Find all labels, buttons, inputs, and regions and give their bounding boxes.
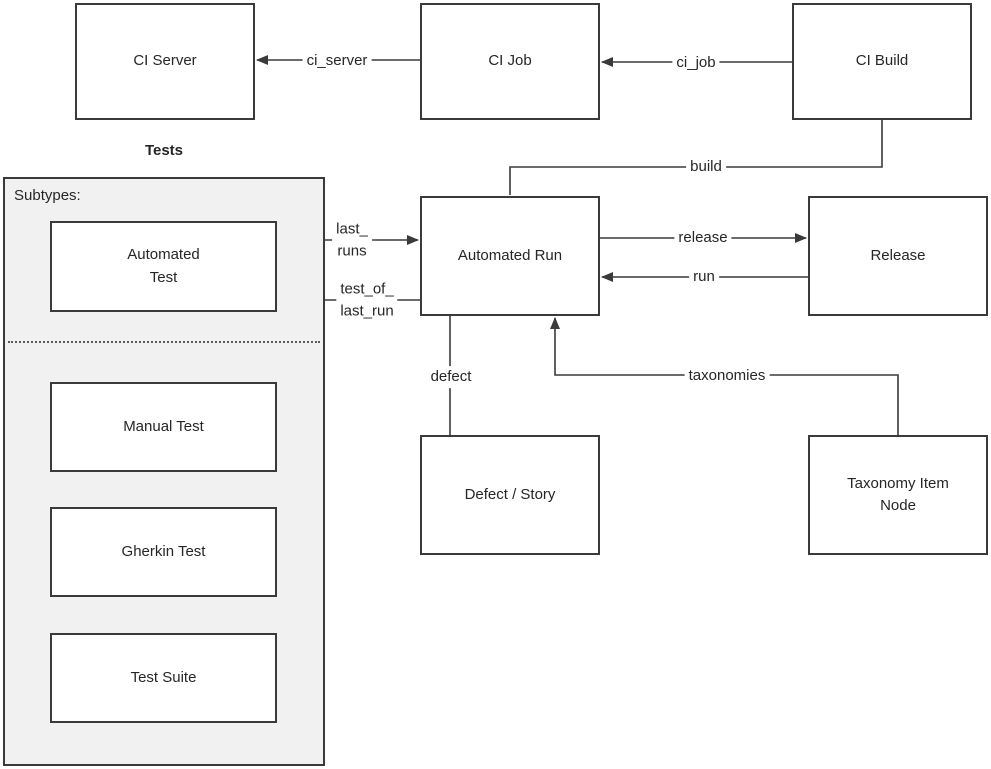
node-automated-test: Automated Test	[50, 221, 277, 312]
tests-group-title: Tests	[144, 142, 184, 159]
node-ci-build: CI Build	[792, 3, 972, 120]
node-automated-run: Automated Run	[420, 196, 600, 316]
edge-label-ci-job: ci_job	[672, 52, 720, 74]
node-gherkin-test: Gherkin Test	[50, 507, 277, 597]
edge-label-run: run	[689, 266, 719, 288]
subtypes-label: Subtypes:	[14, 187, 81, 204]
node-ci-job: CI Job	[420, 3, 600, 120]
edge-label-test-of-last-run: test_of_ last_run	[336, 278, 398, 322]
node-test-suite: Test Suite	[50, 633, 277, 723]
subtypes-divider	[8, 341, 320, 343]
edge-label-defect: defect	[426, 366, 476, 388]
edge-label-taxonomies: taxonomies	[684, 365, 770, 387]
node-taxonomy-item-node: Taxonomy Item Node	[808, 435, 988, 555]
edge-label-last-runs: last_ runs	[332, 218, 372, 262]
node-release: Release	[808, 196, 988, 316]
node-defect-story: Defect / Story	[420, 435, 600, 555]
edge-label-build: build	[686, 156, 726, 178]
node-manual-test: Manual Test	[50, 382, 277, 472]
node-ci-server: CI Server	[75, 3, 255, 120]
edge-label-release: release	[674, 227, 732, 249]
edge-label-ci-server: ci_server	[302, 50, 372, 72]
